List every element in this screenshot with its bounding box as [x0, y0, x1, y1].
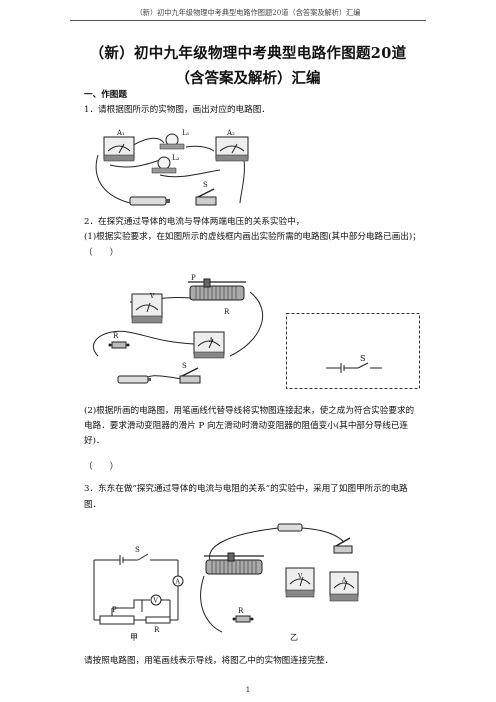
switch-s	[333, 537, 353, 554]
schematic-ammeter: A	[175, 579, 181, 586]
voltmeter-label: V	[149, 293, 155, 300]
battery	[129, 196, 170, 206]
question-2-part-2-line-3: 好)．	[84, 436, 105, 446]
label-r-resistor: R	[238, 607, 244, 615]
voltmeter	[131, 293, 163, 324]
figure-1-physical-circuit: A₁ L₁ A₂ L₂ S	[95, 129, 249, 206]
schematic-voltmeter: V	[153, 598, 159, 605]
question-1-text: 1．请根据图所示的实物图，画出对应的电路图．	[84, 105, 270, 115]
battery	[117, 375, 151, 384]
page-number: 1	[245, 686, 251, 694]
bulb-l2	[151, 156, 177, 174]
switch-s	[179, 367, 201, 384]
page-header: （新）初中九年级物理中考典型电路作图题20道（含答案及解析）汇编	[135, 8, 361, 17]
label-s-fig2: S	[182, 362, 187, 370]
schematic-label-s: S	[135, 546, 140, 554]
ammeter-a1	[103, 136, 135, 162]
slide-rheostat	[204, 552, 264, 575]
figure-label-yi: 乙	[290, 633, 298, 642]
answer-blank-1: （ ）	[84, 248, 119, 258]
label-s-fig1: S	[203, 181, 208, 189]
schematic-label-r: R	[154, 626, 160, 634]
battery	[277, 523, 303, 532]
answer-blank-2: （ ）	[84, 462, 119, 472]
figure-3-physical-circuit: V A R 乙	[200, 523, 359, 642]
slide-rheostat	[188, 278, 246, 301]
ammeter	[329, 571, 359, 602]
question-3-line-2: 图．	[84, 500, 102, 510]
figure-3-schematic: S A V P R 甲	[93, 546, 184, 642]
question-3-instruction: 请按照电路图，用笔画线表示导线，将图乙中的实物图连接完整．	[84, 656, 334, 666]
ammeter-a2	[215, 136, 249, 162]
header-rule	[70, 20, 426, 21]
bulb-l1	[159, 133, 185, 150]
resistor-r	[232, 615, 254, 623]
question-2-part-2-line-2: 电路．要求滑动变阻器的滑片 P 向左滑动时滑动变阻器的阻值变小(其中部分导线已连	[84, 421, 408, 431]
figure-2-physical-circuit: V A P R R S	[92, 274, 263, 384]
voltmeter	[285, 567, 315, 598]
label-r-resistor: R	[113, 332, 119, 340]
label-l1: L₁	[182, 129, 190, 137]
ammeter-label: A	[341, 577, 347, 584]
label-a1: A₁	[116, 129, 125, 137]
question-2-text: 2．在探究通过导体的电流与导体两端电压的关系实验中，	[84, 217, 305, 227]
question-2-part-1: (1)根据实验要求，在如图所示的虚线框内画出实验所需的电路图(其中部分电路已画出…	[84, 232, 421, 242]
ammeter	[193, 331, 225, 359]
schematic-label-p: P	[112, 606, 117, 614]
figure-label-jia: 甲	[130, 633, 138, 642]
label-s-box: S	[360, 354, 365, 363]
voltmeter-label: V	[297, 573, 303, 580]
question-3-line-1: 3．东东在做“探究通过导体的电流与电阻的关系”的实验中，采用了如图甲所示的电路	[84, 484, 408, 494]
document-subtitle: （含答案及解析）汇编	[175, 70, 321, 87]
question-2-part-2-line-1: (2)根据所画的电路图，用笔画线代替导线将实物图连接起来，使之成为符合实验要求的	[84, 406, 415, 416]
section-heading: 一、作图题	[84, 90, 127, 100]
resistor-r	[108, 341, 130, 349]
ammeter-label: A	[208, 337, 214, 344]
label-l2: L₂	[172, 154, 180, 162]
label-a2: A₂	[226, 129, 235, 137]
label-r-rheostat: R	[224, 308, 230, 316]
document-title: （新）初中九年级物理中考典型电路作图题20道	[89, 45, 407, 62]
circuit-drawing-box: S	[286, 313, 420, 389]
switch-s	[195, 188, 217, 206]
label-p: P	[191, 274, 196, 282]
